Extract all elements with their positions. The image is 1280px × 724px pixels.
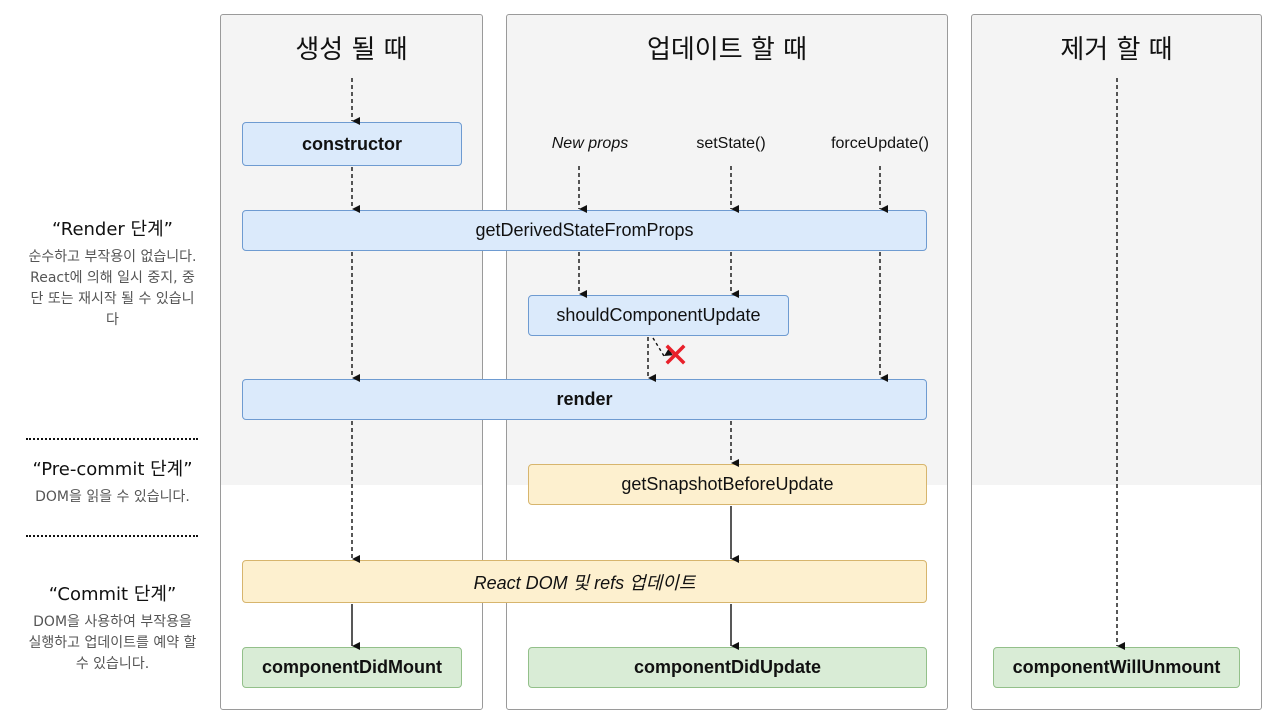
unmounting-column: 제거 할 때 (971, 14, 1262, 710)
precommit-phase-title: “Pre-commit 단계” (32, 459, 193, 480)
new-props-trigger: New props (551, 135, 629, 152)
render-phase-title: “Render 단계” (51, 219, 174, 240)
component-did-update-node: componentDidUpdate (528, 647, 927, 688)
force-update-trigger: forceUpdate() (831, 135, 929, 152)
render-phase-label: “Render 단계” 순수하고 부작용이 없습니다. React에 의해 일시… (10, 215, 215, 331)
component-will-unmount-node: componentWillUnmount (993, 647, 1240, 688)
set-state-trigger: setState() (696, 135, 766, 152)
precommit-phase-description: DOM을 읽을 수 있습니다. (35, 489, 190, 505)
commit-phase-description: DOM을 사용하여 부작용을 실행하고 업데이트를 예약 할 수 있습니다. (28, 614, 197, 672)
component-did-mount-node: componentDidMount (242, 647, 462, 688)
precommit-phase-label: “Pre-commit 단계” DOM을 읽을 수 있습니다. (10, 455, 215, 508)
phase-separator-render-precommit (26, 438, 198, 440)
render-phase-description: 순수하고 부작용이 없습니다. React에 의해 일시 중지, 중단 또는 재… (28, 249, 197, 328)
should-component-update-node: shouldComponentUpdate (528, 295, 789, 336)
render-node: render (242, 379, 927, 420)
commit-phase-label: “Commit 단계” DOM을 사용하여 부작용을 실행하고 업데이트를 예약… (10, 580, 215, 675)
mounting-column: 생성 될 때 (220, 14, 483, 710)
updating-column: 업데이트 할 때 (506, 14, 948, 710)
mounting-column-title: 생성 될 때 (295, 35, 408, 65)
unmounting-column-title: 제거 할 때 (1060, 35, 1173, 65)
get-snapshot-before-update-node: getSnapshotBeforeUpdate (528, 464, 927, 505)
constructor-node: constructor (242, 122, 462, 166)
get-derived-state-from-props-node: getDerivedStateFromProps (242, 210, 927, 251)
updating-column-title: 업데이트 할 때 (646, 35, 808, 65)
react-dom-refs-update-node: React DOM 및 refs 업데이트 (242, 560, 927, 603)
commit-phase-title: “Commit 단계” (48, 584, 177, 605)
phase-separator-precommit-commit (26, 535, 198, 537)
